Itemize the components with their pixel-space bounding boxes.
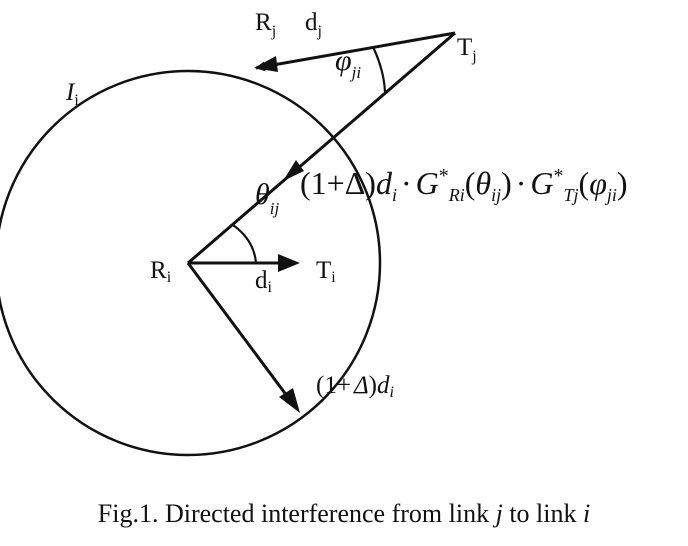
tj-to-ri-line — [187, 31, 456, 265]
ri-to-ti-arrowhead — [278, 254, 300, 272]
interference-formula: (1+Δ)di·G*Ri(θij)·G*Tj(φji) — [300, 165, 628, 205]
di-label: di — [255, 267, 273, 296]
ti-label: Ti — [316, 257, 336, 286]
phi-label: φji — [335, 44, 361, 82]
theta-label: θij — [255, 178, 279, 218]
radius-line — [186, 262, 292, 401]
tj-to-rj-arrowhead — [254, 56, 278, 72]
ri-label: Ri — [150, 257, 172, 286]
figure-caption: Fig.1. Directed interference from link j… — [97, 499, 591, 528]
phi-angle-arc — [372, 46, 387, 93]
interference-region-circle — [0, 69, 382, 457]
region-label: Ii — [65, 79, 79, 109]
theta-angle-arc — [232, 224, 258, 264]
dj-label: dj — [305, 9, 322, 40]
rj-label: Rj — [255, 9, 276, 40]
radius-label: (1+Δ)di — [316, 372, 394, 401]
tj-ri-arrowhead — [283, 160, 304, 181]
radius-arrowhead — [279, 388, 300, 413]
tj-to-rj-arrow — [255, 31, 456, 72]
tj-label: Tj — [457, 34, 477, 65]
